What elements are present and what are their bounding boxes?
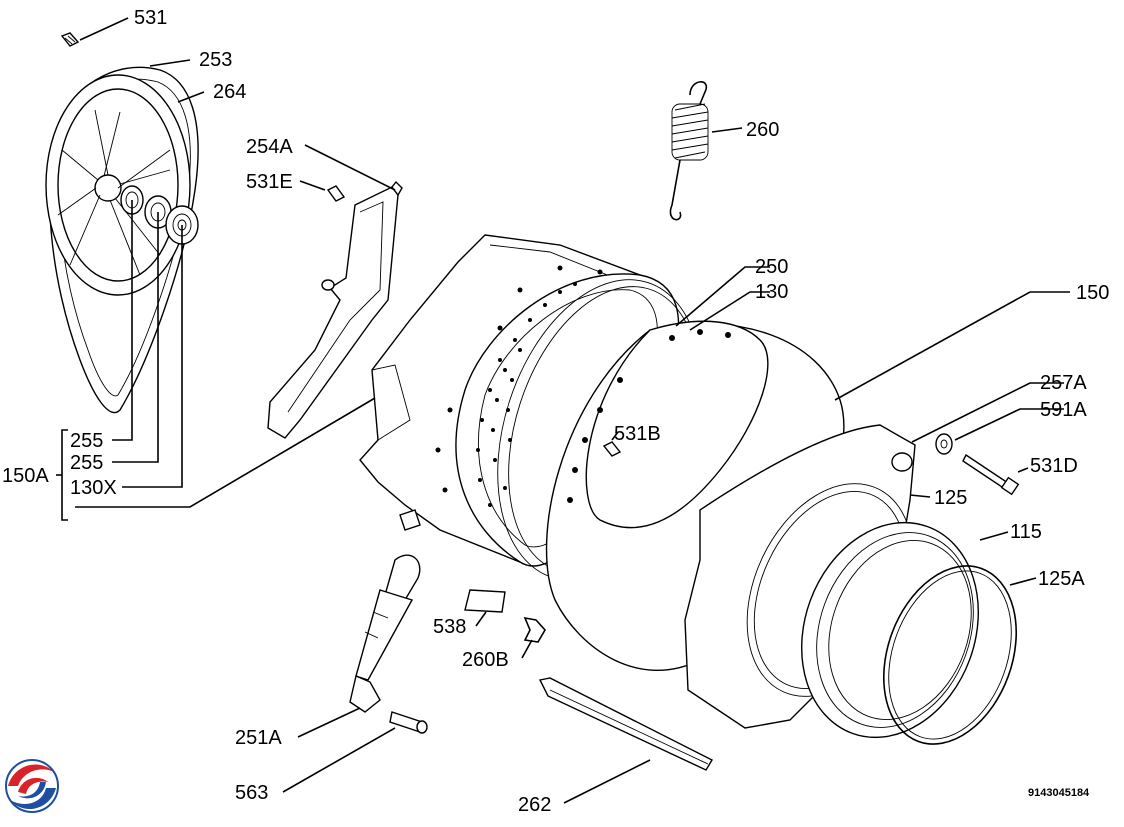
screw-531 xyxy=(60,32,80,47)
logo-blue-inner xyxy=(18,782,46,799)
document-id: 9143045184 xyxy=(1028,787,1090,799)
callout-260: 260 xyxy=(746,119,779,141)
callout-531b: 531B xyxy=(614,423,661,445)
callout-125a: 125A xyxy=(1038,568,1085,590)
shock-absorber-251a xyxy=(349,554,421,713)
callout-262: 262 xyxy=(518,794,551,816)
callout-255-b: 255 xyxy=(70,452,103,474)
callout-591a: 591A xyxy=(1040,399,1087,421)
brand-logo xyxy=(5,759,59,813)
callout-531d: 531D xyxy=(1030,455,1078,477)
pin-563 xyxy=(389,711,428,734)
screw-531b xyxy=(602,441,622,457)
washer-591a xyxy=(935,433,953,455)
callout-264: 264 xyxy=(213,81,246,103)
bolt-531d xyxy=(962,453,1020,496)
tub-bracket-254a xyxy=(267,180,403,439)
bracket-150a xyxy=(56,429,68,521)
callout-563: 563 xyxy=(235,782,268,804)
callout-130: 130 xyxy=(755,281,788,303)
leader-lines xyxy=(75,17,1070,804)
screw-531e xyxy=(326,185,346,202)
counterweight-262 xyxy=(538,677,713,771)
callout-531e: 531E xyxy=(246,171,293,193)
callout-538: 538 xyxy=(433,616,466,638)
gasket-clamp-125a xyxy=(882,565,1018,745)
cover-538 xyxy=(464,589,506,613)
callout-254a: 254A xyxy=(246,136,293,158)
callout-531: 531 xyxy=(134,7,167,29)
callout-130x: 130X xyxy=(70,477,117,499)
logo-red-swoosh xyxy=(8,764,54,786)
callout-253: 253 xyxy=(199,49,232,71)
clip-260b xyxy=(523,616,546,643)
callout-257a: 257A xyxy=(1040,372,1087,394)
callout-125: 125 xyxy=(934,487,967,509)
logo-red-inner xyxy=(18,777,48,794)
callout-260b: 260B xyxy=(462,649,509,671)
logo-blue-swoosh xyxy=(10,788,56,810)
callout-250: 250 xyxy=(755,256,788,278)
callout-255-a: 255 xyxy=(70,430,103,452)
callout-251a: 251A xyxy=(235,727,282,749)
callout-115: 115 xyxy=(1010,521,1042,543)
callout-150: 150 xyxy=(1076,282,1109,304)
callout-150a: 150A xyxy=(2,465,49,487)
suspension-spring-260 xyxy=(669,81,709,221)
drum-pulley xyxy=(45,74,191,296)
